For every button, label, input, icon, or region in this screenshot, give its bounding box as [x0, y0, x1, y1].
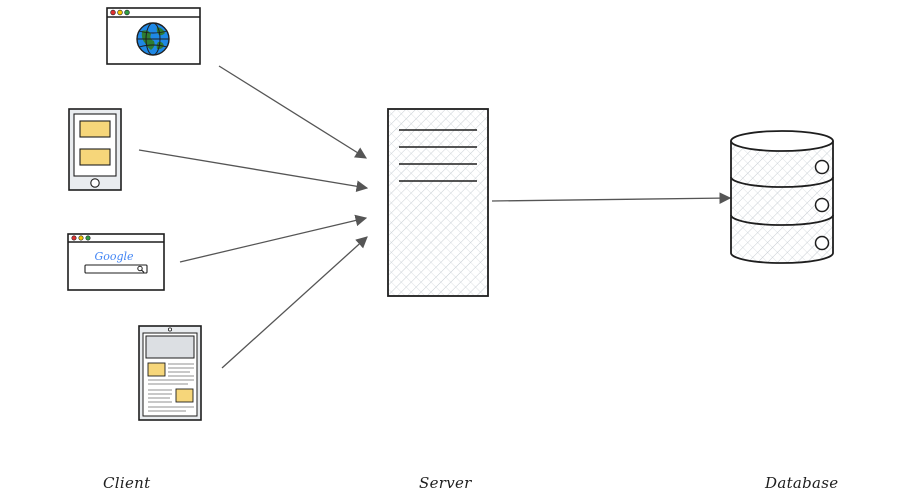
- server-icon: [387, 108, 489, 297]
- search-browser-icon: Google: [67, 233, 165, 291]
- arrow-browser-to-server: [218, 65, 367, 159]
- database-label: Database: [765, 474, 839, 492]
- globe-icon: [136, 22, 170, 56]
- arrow-search-to-server: [179, 214, 368, 263]
- client-label: Client: [103, 474, 151, 492]
- arrow-server-to-database: [491, 192, 732, 204]
- tablet-icon: [138, 325, 202, 421]
- phone-icon: [68, 108, 122, 191]
- arrow-phone-to-server: [138, 149, 369, 193]
- google-logo-text: Google: [94, 250, 134, 263]
- client-arrows: [138, 65, 369, 369]
- search-bar: [84, 264, 148, 274]
- search-icon: [137, 265, 145, 273]
- server-label: Server: [419, 474, 472, 492]
- globe-browser-icon: [106, 7, 201, 65]
- database-icon: [730, 130, 834, 264]
- arrow-tablet-to-server: [221, 236, 368, 369]
